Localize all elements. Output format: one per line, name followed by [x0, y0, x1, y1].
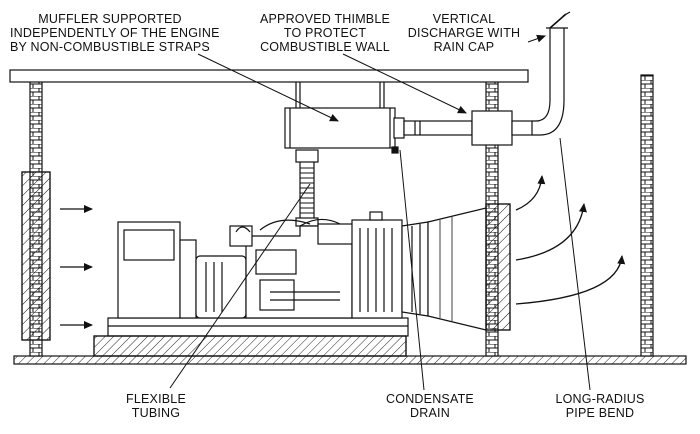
discharge-arrow-top: [515, 175, 546, 211]
muffler-straps: [295, 82, 385, 108]
muffler: [284, 107, 405, 154]
exhaust-louver: [485, 203, 511, 331]
wall-thimble: [471, 110, 533, 146]
leader-lines: [169, 34, 591, 391]
exhaust-pipe: [403, 120, 473, 136]
generator-set: [93, 207, 487, 357]
long-radius-pipe-bend: [532, 40, 565, 136]
roof-beam: [9, 69, 529, 83]
label-thimble: APPROVED THIMBLE TO PROTECT COMBUSTIBLE …: [259, 12, 391, 54]
discharge-arrow-middle: [515, 203, 587, 261]
vertical-discharge-rain-cap: [546, 11, 571, 40]
label-long-radius-pipe-bend: LONG-RADIUS PIPE BEND: [555, 392, 645, 420]
label-muffler: MUFFLER SUPPORTED INDEPENDENTLY OF THE E…: [10, 12, 220, 54]
floor-slab: [13, 355, 687, 365]
label-vertical-discharge: VERTICAL DISCHARGE WITH RAIN CAP: [407, 12, 521, 54]
intake-louver: [21, 171, 51, 341]
label-condensate-drain: CONDENSATE DRAIN: [386, 392, 474, 420]
discharge-arrow-bottom: [515, 255, 626, 305]
brick-wall-right: [640, 74, 654, 357]
label-flexible-tubing: FLEXIBLE TUBING: [126, 392, 186, 420]
